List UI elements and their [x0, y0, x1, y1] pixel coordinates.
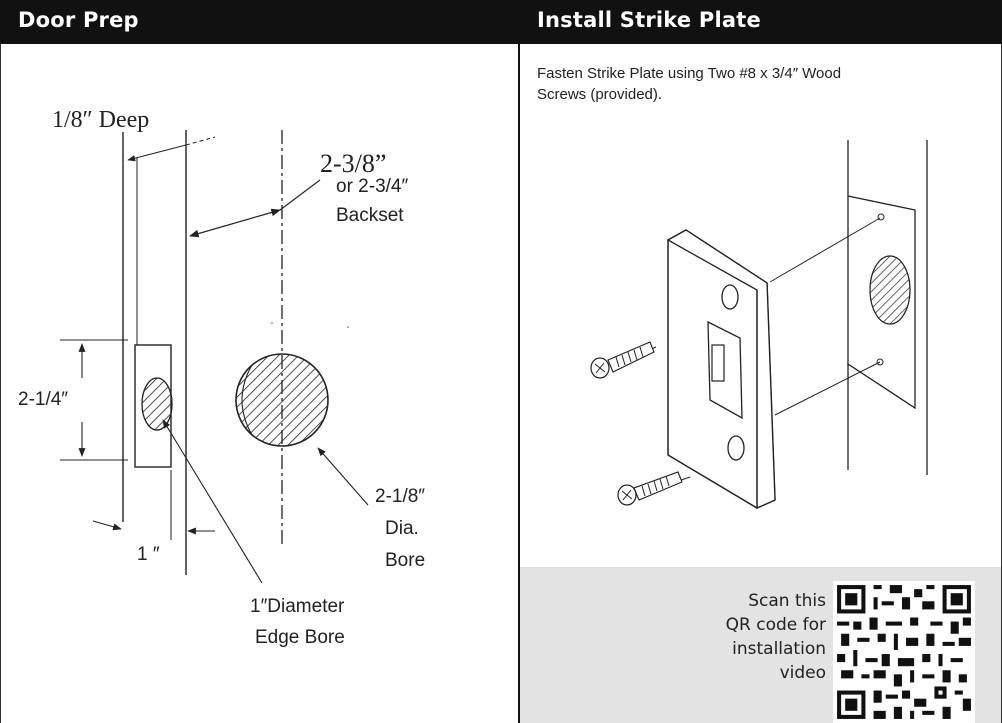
qr-panel: Scan this QR code for installation video [520, 567, 1001, 723]
backset-leader [279, 179, 321, 211]
screw-hole-bottom [727, 435, 745, 461]
cross-bore [235, 353, 329, 447]
edge-bore-hole [141, 377, 173, 431]
qr-line-1: Scan this [748, 591, 826, 611]
backset-arrow [189, 208, 281, 238]
edge-bore-leader [162, 419, 263, 584]
qr-line-4: video [779, 663, 826, 683]
qr-line-2: QR code for [725, 615, 826, 635]
depth-arrow [127, 144, 187, 162]
align-line-bottom [774, 361, 881, 416]
speck [347, 326, 349, 328]
bore-word: Bore [385, 550, 425, 571]
strike-plate-diagram [590, 140, 928, 510]
section-divider [518, 36, 520, 723]
left-border [0, 44, 1, 723]
backset-label: Backset [336, 205, 404, 226]
header-bar: Door Prep Install Strike Plate [0, 0, 1002, 44]
edge-bore-line1: 1″Diameter [250, 596, 345, 617]
width-label: 1 ″ [137, 544, 160, 565]
jamb-bore-hole [869, 255, 911, 325]
wood-screw-bottom [617, 471, 691, 506]
strike-plate-instruction: Fasten Strike Plate using Two #8 x 3/4″ … [537, 65, 842, 103]
depth-extension [185, 136, 216, 146]
height-label: 2-1/4″ [18, 389, 68, 410]
screw-hole-top [721, 284, 739, 310]
door-prep-title: Door Prep [18, 8, 139, 32]
bore-crescent [241, 364, 253, 436]
align-line-top [769, 217, 881, 283]
wood-screw-top [590, 341, 657, 379]
bore-size: 2-1/8″ [375, 486, 425, 507]
door-prep-diagram: 1/8″ Deep 2-3/8” or 2-3/4″ Backset 2-1/4… [18, 107, 425, 648]
qr-code[interactable] [833, 581, 975, 723]
edge-bore-line2: Edge Bore [255, 627, 345, 648]
latch-tab [711, 344, 725, 382]
bore-dia: Dia. [385, 518, 419, 539]
install-strike-plate-title: Install Strike Plate [537, 8, 761, 32]
width-arrow-left [92, 520, 122, 531]
backset-value: 2-3/8” [320, 149, 386, 178]
qr-caption: Scan this QR code for installation video [666, 589, 826, 685]
bore-leader [317, 447, 369, 506]
depth-label: 1/8″ Deep [52, 107, 149, 133]
qr-line-3: installation [732, 639, 826, 659]
backset-or: or 2-3/4″ [336, 176, 408, 197]
speck [271, 322, 273, 324]
